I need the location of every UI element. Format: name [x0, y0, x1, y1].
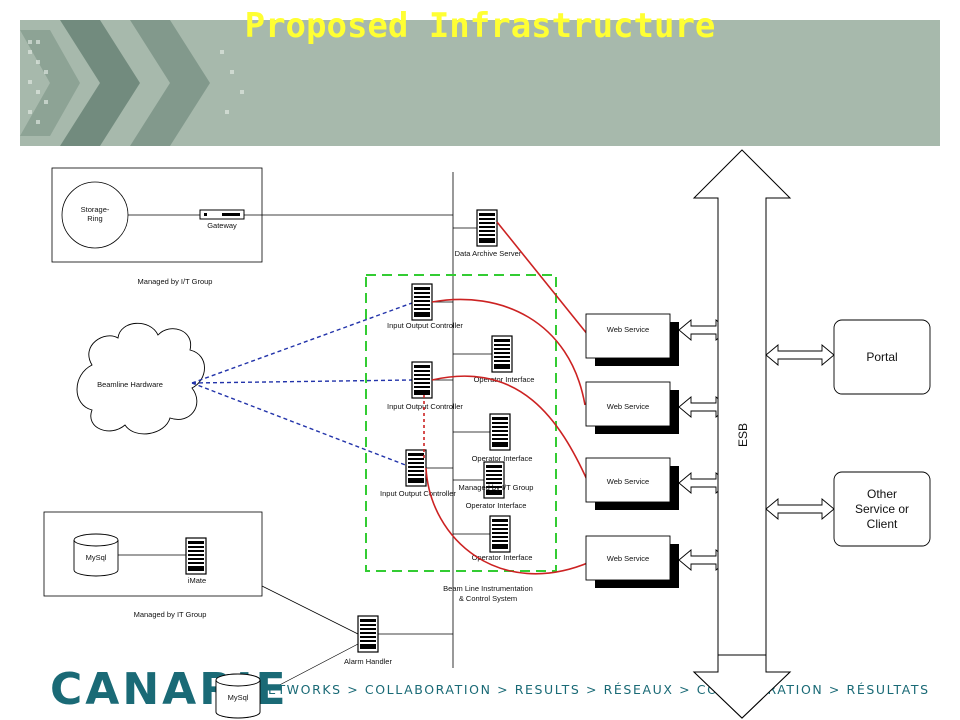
operator-interface-1-icon	[491, 335, 513, 373]
beamline-system-label: Beam Line Instrumentation	[443, 584, 533, 593]
web-service-2-label: Web Service	[607, 402, 649, 411]
web-service-4-label: Web Service	[607, 554, 649, 563]
web-service-1-label: Web Service	[607, 325, 649, 334]
chevron-logo-decoration	[20, 20, 244, 146]
operator-interface-2-label: Operator Interface	[472, 454, 533, 463]
operator-interface-4-icon	[489, 515, 511, 553]
header-banner	[20, 20, 940, 146]
gateway-device	[199, 209, 245, 220]
operator-interface-2-icon	[489, 413, 511, 451]
service-links	[423, 221, 591, 575]
web-service-2	[585, 381, 679, 434]
beamline-hardware-cloud	[76, 322, 205, 435]
operator-interface-3-icon	[483, 461, 505, 499]
managed-it-top-label: Managed by I/T Group	[138, 277, 213, 286]
portal-label: Portal	[866, 350, 897, 364]
data-archive-server-label: Data Archive Server	[455, 249, 522, 258]
other-client-label-3: Client	[867, 517, 898, 531]
ioc-3-icon	[405, 449, 427, 487]
esb-client-arrows	[765, 344, 835, 520]
operator-interface-4-label: Operator Interface	[472, 553, 533, 562]
hardware-links	[191, 302, 413, 467]
web-service-1	[585, 313, 679, 366]
other-client-box	[833, 471, 931, 547]
gateway-label: Gateway	[207, 221, 237, 230]
other-client-label-2: Service or	[855, 502, 909, 516]
footer-tagline: NETWORKS > COLLABORATION > RESULTS > RÉS…	[257, 682, 930, 697]
esb-label: ESB	[736, 423, 750, 447]
web-service-3	[585, 457, 679, 510]
alarm-handler-icon	[357, 615, 379, 653]
ioc-3-label: Input Output Controller	[380, 489, 456, 498]
mysql-database-icon	[73, 533, 119, 577]
other-client-label-1: Other	[867, 487, 897, 501]
imate-label: iMate	[188, 576, 206, 585]
portal-box	[833, 319, 931, 395]
ioc-2-icon	[411, 361, 433, 399]
alarm-handler-label: Alarm Handler	[344, 657, 392, 666]
canarie-logo: CANARIE	[50, 664, 289, 715]
web-service-4	[585, 535, 679, 588]
control-system-boundary	[365, 274, 557, 572]
beamline-system-label-2: & Control System	[459, 594, 517, 603]
imate-server-icon	[185, 537, 207, 575]
ioc-1-icon	[411, 283, 433, 321]
managed-it-box-bottom	[43, 511, 263, 597]
ioc-2-label: Input Output Controller	[387, 402, 463, 411]
slide-title: Proposed Infrastructure	[244, 6, 716, 46]
storage-ring-label-2: Ring	[87, 214, 102, 223]
mysql-label: MySql	[86, 553, 107, 562]
footer: CANARIE NETWORKS > COLLABORATION > RESUL…	[0, 660, 960, 720]
beamline-hardware-label: Beamline Hardware	[97, 380, 163, 389]
managed-it-mid-label: Managed by I/T Group	[459, 483, 534, 492]
storage-ring-label: Storage-	[81, 205, 110, 214]
ioc-1-label: Input Output Controller	[387, 321, 463, 330]
managed-it-bottom-label: Managed by IT Group	[134, 610, 207, 619]
operator-interface-1-label: Operator Interface	[474, 375, 535, 384]
web-service-3-label: Web Service	[607, 477, 649, 486]
operator-interface-3-label: Operator Interface	[466, 501, 527, 510]
data-archive-server-icon	[476, 209, 498, 247]
